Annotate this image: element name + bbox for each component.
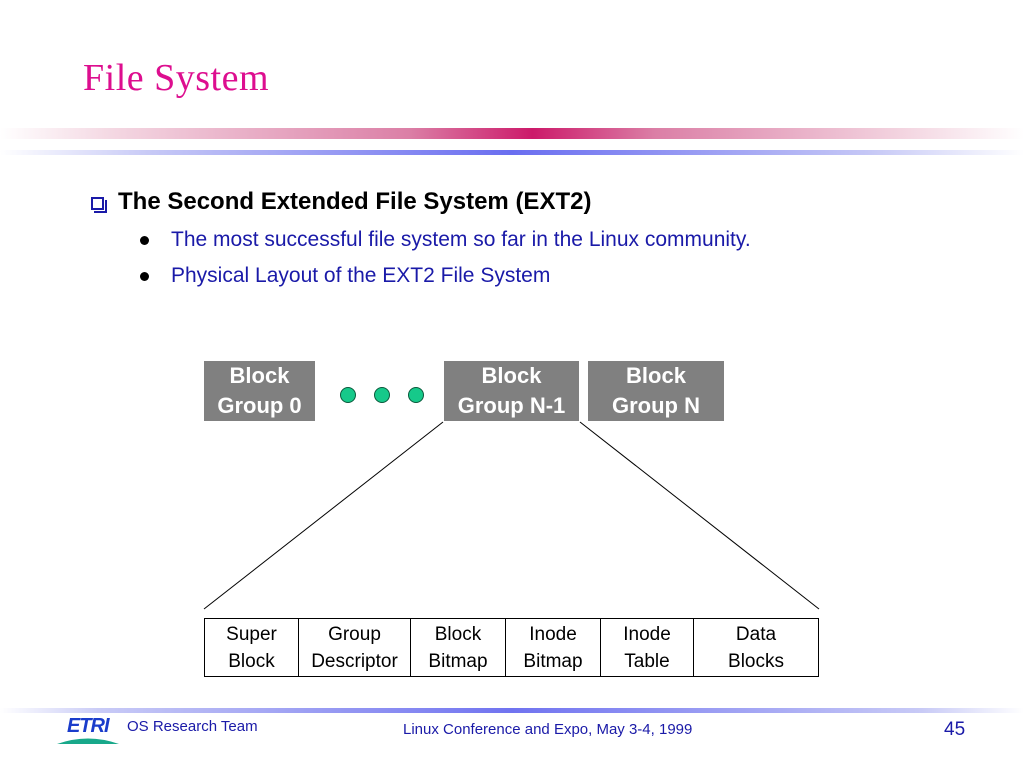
round-bullet-icon — [140, 271, 149, 281]
footer-team: OS Research Team — [127, 717, 258, 735]
slide-title: File System — [83, 57, 270, 99]
cell-line1: Block — [434, 623, 482, 645]
cell-line1: Group — [328, 623, 381, 645]
logo-swoosh-icon — [57, 738, 119, 744]
footer-branding: ETRI OS Research Team — [57, 715, 258, 745]
footer-event: Linux Conference and Expo, May 3-4, 1999 — [403, 721, 693, 738]
title-divider-magenta — [0, 128, 1024, 139]
cell-line2: Table — [624, 650, 670, 672]
sub-bullet-text: The most successful file system so far i… — [171, 228, 751, 251]
block-group-0: Block Group 0 — [204, 361, 315, 421]
footer-divider — [0, 708, 1024, 713]
connector-line-left — [203, 421, 444, 610]
ellipsis-dot — [408, 387, 424, 403]
block-group-n: Block Group N — [588, 361, 724, 421]
sub-bullet: The most successful file system so far i… — [140, 228, 751, 252]
ellipsis-dot — [340, 387, 356, 403]
title-divider-blue — [0, 150, 1024, 155]
cell-line1: Inode — [623, 623, 671, 645]
block-group-label-line2: Group N-1 — [457, 393, 566, 418]
sub-bullet-text: Physical Layout of the EXT2 File System — [171, 264, 551, 287]
etri-logo: ETRI — [57, 715, 121, 745]
cell-line2: Bitmap — [523, 650, 583, 672]
cell-line1: Super — [226, 623, 277, 645]
page-number: 45 — [944, 719, 966, 740]
block-group-label-line1: Block — [481, 363, 542, 388]
cell-line2: Bitmap — [428, 650, 488, 672]
block-group-label-line1: Block — [229, 363, 290, 388]
cell-line2: Block — [228, 650, 275, 672]
block-group-label-line2: Group N — [612, 393, 700, 418]
cell-line1: Inode — [529, 623, 577, 645]
checkbox-bullet-icon — [91, 196, 107, 213]
block-group-n-minus-1: Block Group N-1 — [444, 361, 579, 421]
main-bullet: The Second Extended File System (EXT2) — [91, 188, 591, 216]
block-group-label-line1: Block — [626, 363, 686, 388]
round-bullet-icon — [140, 235, 149, 245]
cell-line1: Data — [735, 623, 777, 645]
ellipsis-dot — [374, 387, 390, 403]
main-bullet-text: The Second Extended File System (EXT2) — [118, 188, 592, 215]
block-group-label-line2: Group 0 — [217, 393, 302, 418]
cell-line2: Descriptor — [311, 650, 398, 672]
sub-bullet: Physical Layout of the EXT2 File System — [140, 264, 550, 288]
etri-logo-text: ETRI — [67, 715, 110, 737]
cell-line2: Blocks — [728, 650, 784, 672]
connector-line-right — [579, 421, 820, 610]
